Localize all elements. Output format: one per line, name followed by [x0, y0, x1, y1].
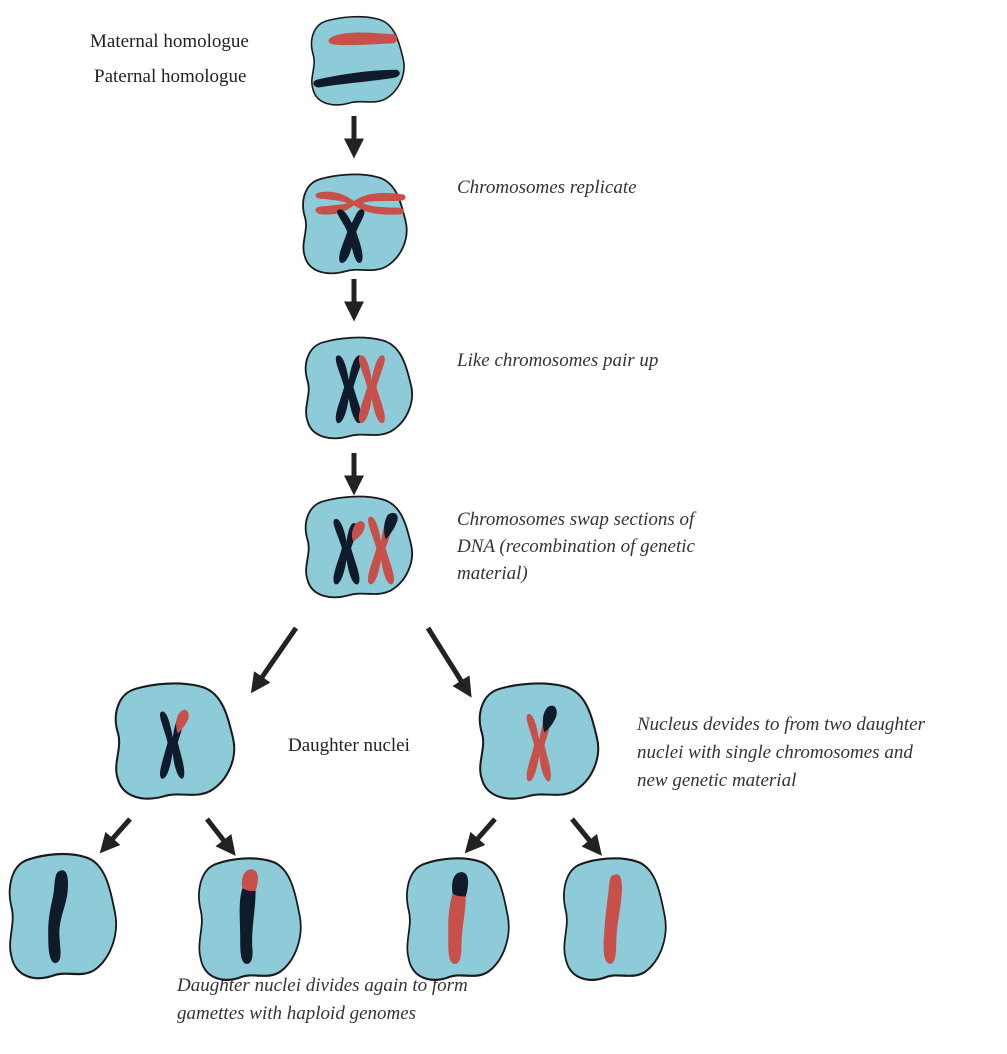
- daughter-nucleus-right: [480, 683, 598, 798]
- arrow-rr: [572, 819, 594, 846]
- arrow-rl: [473, 819, 495, 844]
- swap-label-line2: DNA (recombination of genetic: [456, 536, 696, 557]
- gamete-1: [10, 854, 116, 978]
- cell-paired: [306, 338, 412, 439]
- cell-homologues: [312, 17, 404, 105]
- maternal-homologue-label: Maternal homologue: [90, 31, 249, 52]
- pair-up-label: Like chromosomes pair up: [456, 350, 658, 371]
- swap-label-line1: Chromosomes swap sections of: [457, 509, 697, 530]
- arrow-split-left: [258, 628, 296, 683]
- swap-label-line3: material): [457, 563, 528, 584]
- gametes-label-line2: gamettes with haploid genomes: [177, 1003, 416, 1024]
- cell-membrane: [306, 338, 412, 439]
- divides-label-line3: new genetic material: [637, 770, 796, 791]
- cell-replicated: [303, 174, 407, 273]
- arrow-ll: [108, 819, 130, 844]
- gamete-4: [564, 858, 666, 979]
- gamete-3: [407, 858, 509, 979]
- replicate-label: Chromosomes replicate: [457, 177, 637, 198]
- gamete-2: [199, 858, 301, 979]
- cell-membrane: [312, 17, 404, 105]
- divides-label-line1: Nucleus devides to from two daughter: [636, 714, 926, 735]
- daughter-nucleus-left: [116, 683, 234, 798]
- arrow-lr: [207, 819, 228, 846]
- daughter-nuclei-label: Daughter nuclei: [288, 735, 410, 756]
- cell-recombination: [306, 497, 412, 598]
- arrow-split-right: [428, 628, 465, 687]
- paternal-homologue-label: Paternal homologue: [94, 66, 247, 87]
- divides-label-line2: nuclei with single chromosomes and: [637, 742, 913, 763]
